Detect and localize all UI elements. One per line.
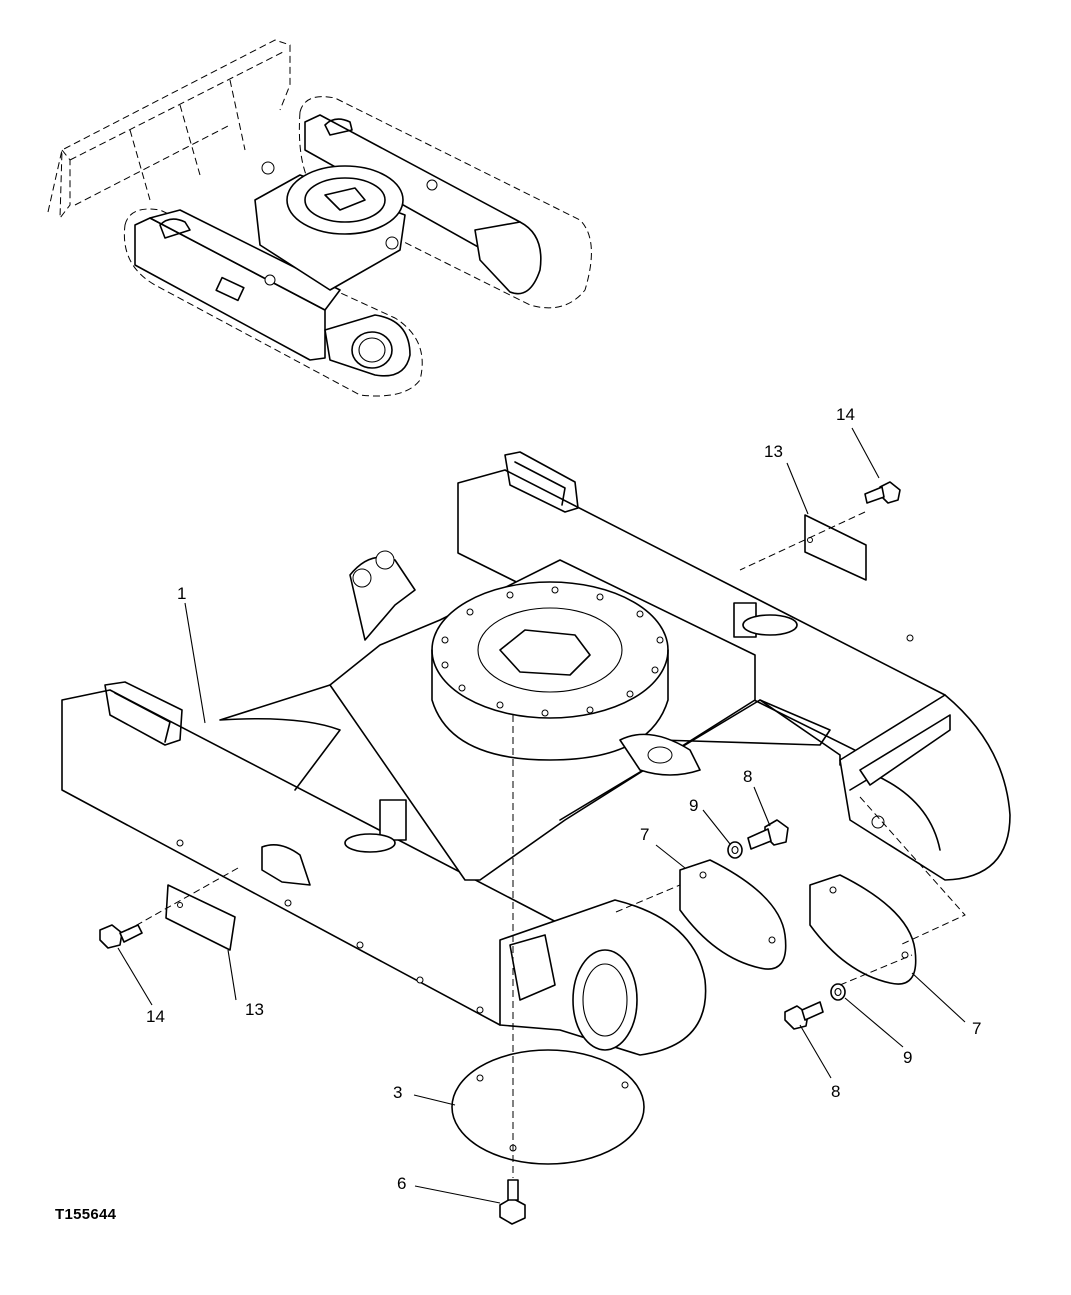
bolt-8-upper <box>747 819 789 850</box>
bolt-14-left <box>99 924 143 949</box>
assembly-center-lines <box>127 511 966 1178</box>
callout-7-left: 7 <box>640 825 650 844</box>
bolt-6 <box>499 1179 526 1225</box>
figure-id: T155644 <box>55 1206 117 1223</box>
locator-frame <box>134 114 542 377</box>
locator-blade-dashed <box>47 39 291 220</box>
callout-3: 3 <box>393 1083 403 1102</box>
callout-8-upper: 8 <box>743 767 753 786</box>
track-frame-assembly <box>61 451 1011 1056</box>
upper-lug-block <box>379 799 407 841</box>
right-idler-housing <box>839 694 1011 881</box>
locator-view-machine-undercarriage <box>47 39 592 397</box>
washer-9-upper <box>727 841 743 859</box>
cover-7-right <box>809 874 917 985</box>
callout-8-lower: 8 <box>831 1082 841 1101</box>
callout-13-left: 13 <box>245 1000 264 1019</box>
callout-1: 1 <box>177 584 187 603</box>
bolt-8-lower <box>784 1001 824 1030</box>
callout-6: 6 <box>397 1174 407 1193</box>
cover-plate-3 <box>451 1049 645 1165</box>
callout-leader-lines <box>117 427 966 1204</box>
callout-13-right: 13 <box>764 442 783 461</box>
callout-9-upper: 9 <box>689 796 699 815</box>
bearing-bolt-holes <box>441 586 664 717</box>
washer-9-lower <box>830 983 846 1001</box>
bolt-14-right <box>864 481 901 504</box>
swing-bearing-mount-ring <box>431 581 669 719</box>
callout-7-right: 7 <box>972 1019 982 1038</box>
callout-14-left: 14 <box>146 1007 165 1026</box>
cover-7-left <box>679 859 787 970</box>
plate-13-left <box>165 884 236 951</box>
callout-14-right: 14 <box>836 405 855 424</box>
plate-13-right <box>804 514 867 581</box>
callout-9-lower: 9 <box>903 1048 913 1067</box>
